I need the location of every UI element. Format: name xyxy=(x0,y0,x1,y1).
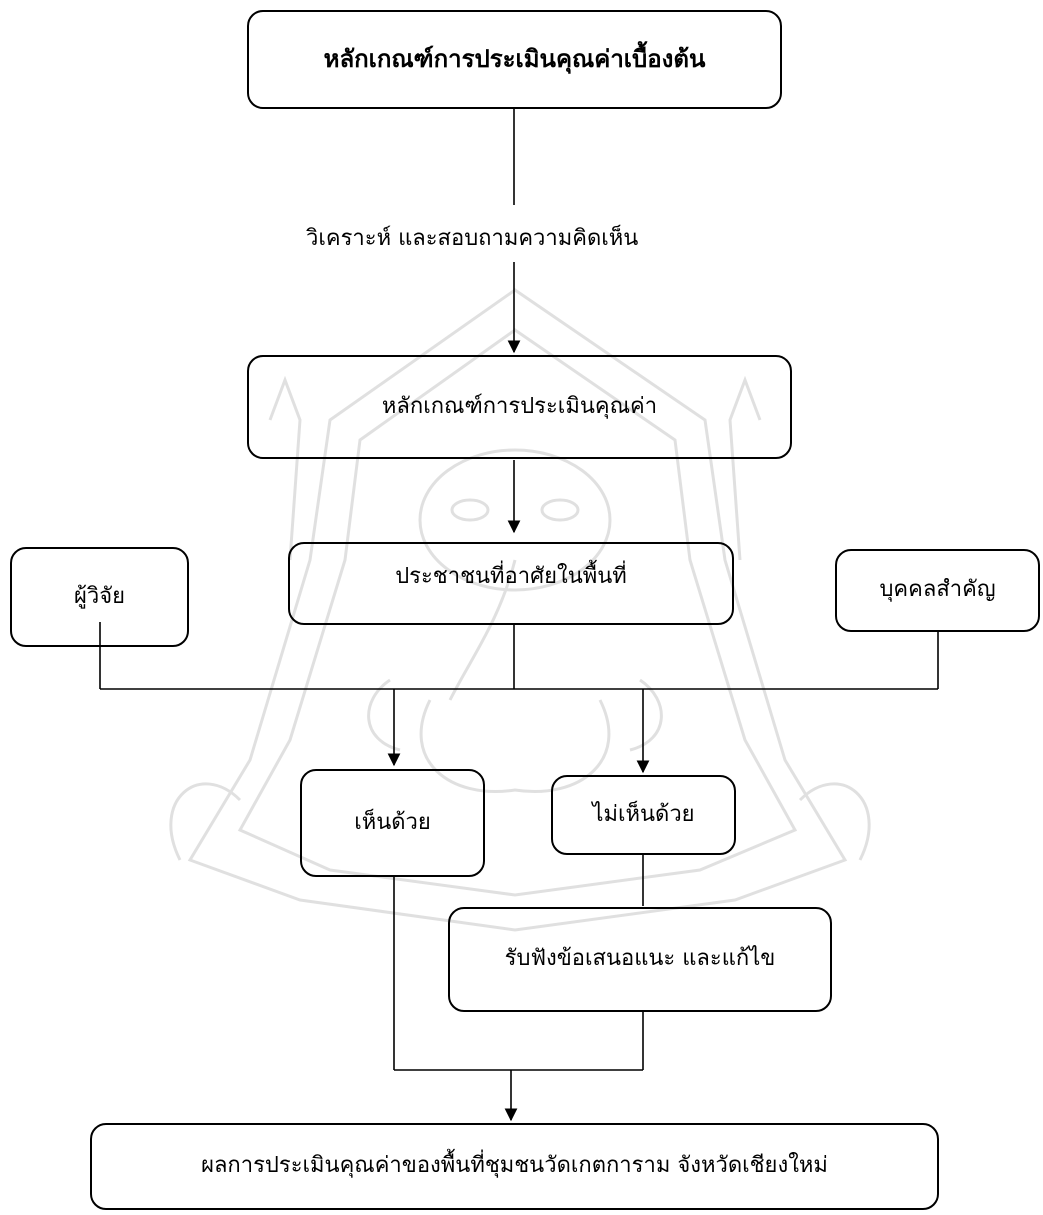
researcher-box: ผู้วิจัย xyxy=(10,547,189,647)
disagree-box: ไม่เห็นด้วย xyxy=(551,775,736,855)
process-label: วิเคราะห์ และสอบถามความคิดเห็น xyxy=(298,216,647,259)
criteria-box: หลักเกณฑ์การประเมินคุณค่า xyxy=(247,355,792,459)
revise-box: รับฟังข้อเสนอแนะ และแก้ไข xyxy=(448,907,832,1012)
residents-box: ประชาชนที่อาศัยในพื้นที่ xyxy=(288,542,734,625)
initial-criteria-box: หลักเกณฑ์การประเมินคุณค่าเบื้องต้น xyxy=(247,10,782,109)
key-person-box: บุคคลสำคัญ xyxy=(835,549,1040,632)
agree-box: เห็นด้วย xyxy=(300,769,485,877)
result-box: ผลการประเมินคุณค่าของพื้นที่ชุมชนวัดเกตก… xyxy=(90,1123,939,1210)
